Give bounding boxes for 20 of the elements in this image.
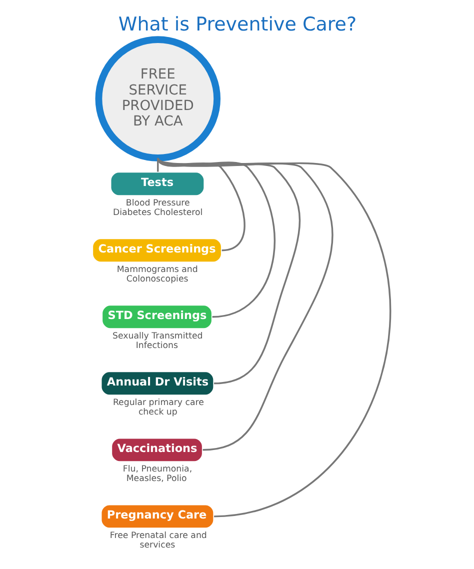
node-circle: FREE SERVICE PROVIDED BY ACA — [94, 36, 220, 162]
diagram-title: What is Preventive Care? — [118, 14, 356, 36]
node-box: Pregnancy Care — [101, 505, 213, 528]
node-box: Cancer Screenings — [92, 239, 220, 262]
node-label: Mammograms and Colonoscopies — [116, 264, 198, 284]
connector — [156, 157, 390, 518]
node-label: Sexually Transmitted Infections — [112, 331, 202, 351]
connector — [156, 157, 333, 451]
node-label: Free Prenatal care and services — [109, 531, 206, 551]
connector — [156, 157, 300, 384]
node-label: Blood Pressure Diabetes Cholesterol — [112, 198, 202, 218]
node-box: Vaccinations — [112, 438, 202, 462]
node-label: Regular primary care check up — [112, 398, 204, 418]
node-box: STD Screenings — [102, 306, 211, 328]
connector — [156, 158, 275, 318]
node-label: Flu, Pneumonia, Measles, Polio — [122, 464, 192, 484]
node-box: Annual Dr Visits — [101, 372, 213, 395]
connector — [156, 158, 158, 172]
connector — [156, 158, 245, 252]
node-box: Tests — [110, 172, 204, 196]
